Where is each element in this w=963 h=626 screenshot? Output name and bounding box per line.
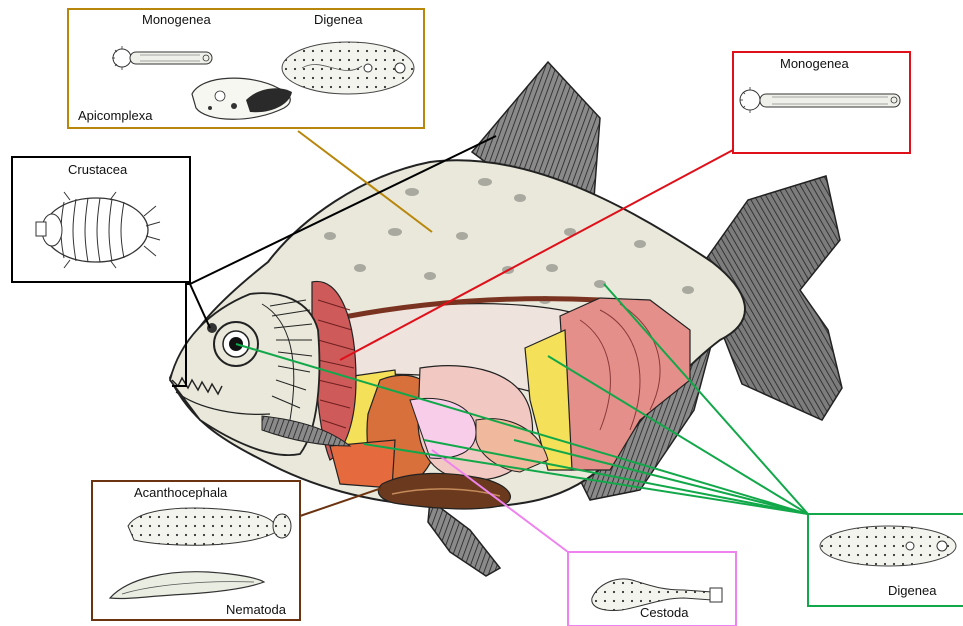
box-crustacea: Crustacea xyxy=(12,157,190,282)
label-acanthocephala: Acanthocephala xyxy=(134,485,228,500)
box-cestoda: Cestoda xyxy=(568,552,736,626)
label-monogenea-right: Monogenea xyxy=(780,56,849,71)
pelvic-fin xyxy=(428,500,500,576)
box-acanthocephala-nematoda: Acanthocephala Nematoda xyxy=(92,481,300,620)
label-monogenea-top: Monogenea xyxy=(142,12,211,27)
label-apicomplexa: Apicomplexa xyxy=(78,108,153,123)
box-protozoa-trematoda: Monogenea Digenea Apicomplexa xyxy=(68,9,424,128)
label-cestoda: Cestoda xyxy=(640,605,689,620)
digenea-fluke-icon xyxy=(820,526,956,566)
black-connector-2 xyxy=(190,284,210,328)
label-crustacea: Crustacea xyxy=(68,162,128,177)
label-nematoda: Nematoda xyxy=(226,602,287,617)
label-digenea-top: Digenea xyxy=(314,12,363,27)
box-monogenea-right: Monogenea xyxy=(733,52,910,153)
digenea-fluke-icon xyxy=(282,42,414,94)
label-digenea-bottom: Digenea xyxy=(888,583,937,598)
box-digenea-bottom: Digenea xyxy=(808,514,963,606)
